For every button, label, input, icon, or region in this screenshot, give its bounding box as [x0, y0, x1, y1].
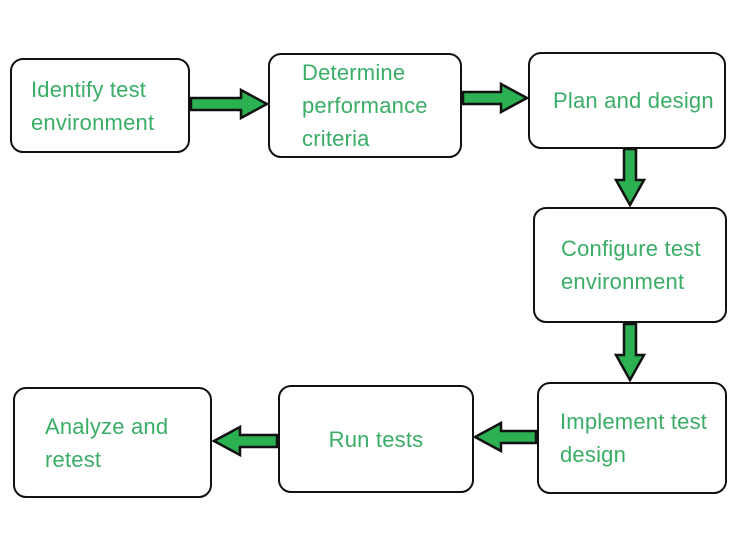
node-implement-test-design: Implement test design: [537, 382, 727, 494]
node-label: Identify test environment: [31, 76, 155, 135]
node-identify-test-environment: Identify test environment: [10, 58, 190, 153]
edge-plan-to-configure: [613, 147, 647, 208]
node-label: Run tests: [328, 426, 424, 452]
edge-determine-to-plan: [461, 81, 530, 115]
node-label: Implement test design: [560, 409, 708, 467]
node-label: Configure test environment: [561, 236, 701, 294]
arrow-right-icon: [461, 81, 530, 115]
node-analyze-and-retest: Analyze and retest: [13, 387, 212, 498]
node-label: Determine performance criteria: [302, 60, 428, 151]
arrow-down-icon: [613, 322, 647, 383]
arrow-left-icon: [211, 424, 279, 458]
node-plan-and-design: Plan and design: [528, 52, 726, 149]
node-label: Analyze and retest: [45, 413, 169, 472]
edge-configure-to-implement: [613, 322, 647, 383]
node-determine-performance-criteria: Determine performance criteria: [268, 53, 462, 158]
arrow-left-icon: [472, 420, 538, 454]
edge-run-to-analyze: [211, 424, 279, 458]
node-configure-test-environment: Configure test environment: [533, 207, 727, 323]
node-label: Plan and design: [553, 88, 714, 113]
arrow-down-icon: [613, 147, 647, 208]
arrow-right-icon: [189, 87, 270, 121]
node-run-tests: Run tests: [278, 385, 474, 493]
edge-identify-to-determine: [189, 87, 270, 121]
edge-implement-to-run: [472, 420, 538, 454]
